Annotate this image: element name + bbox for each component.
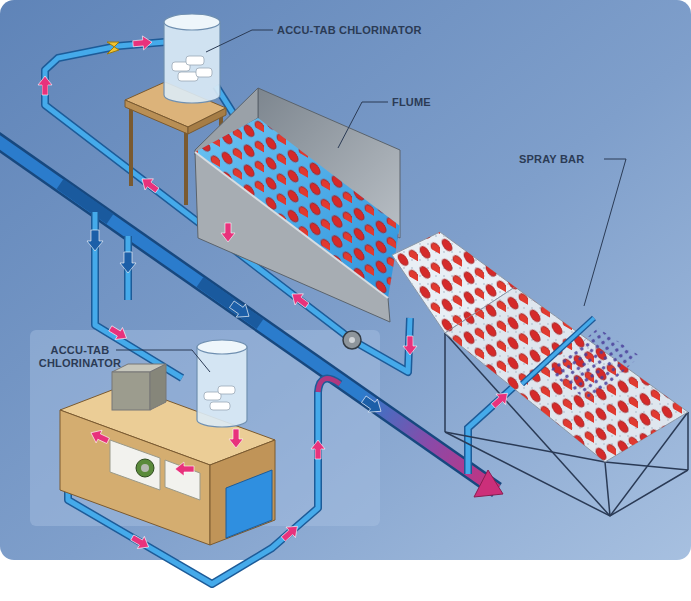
chlorinator-top xyxy=(164,14,220,30)
flow-arrow xyxy=(175,462,194,476)
chlorinator-top xyxy=(186,56,204,65)
flow-arrow xyxy=(107,322,130,344)
flow-arrow xyxy=(403,336,417,355)
spray-table xyxy=(445,287,688,462)
callout-label: ACCU-TAB CHLORINATOR xyxy=(36,344,124,370)
leader-line xyxy=(116,350,210,372)
spray-table xyxy=(522,318,594,384)
wooden-stand xyxy=(184,132,188,205)
spray-table xyxy=(445,287,688,462)
flume xyxy=(349,337,355,343)
spray-table xyxy=(444,333,446,432)
flow-arrow xyxy=(311,440,325,459)
lower-unit xyxy=(110,440,160,490)
chlorinator-top xyxy=(164,14,220,103)
spray-table xyxy=(687,412,689,470)
chlorinator-top xyxy=(164,22,220,103)
chlorinator-bottom xyxy=(210,402,230,410)
lower-unit xyxy=(136,459,154,477)
valve-symbol xyxy=(107,42,119,54)
leader-line xyxy=(116,30,626,372)
spray-table xyxy=(445,287,688,462)
flow-arrow xyxy=(88,426,111,447)
callout-label: FLUME xyxy=(392,96,431,109)
spray-table xyxy=(548,328,640,402)
spray-table xyxy=(445,432,688,516)
main-flow-arrow xyxy=(120,252,136,273)
lower-unit xyxy=(226,470,272,538)
main-pipe xyxy=(60,184,110,219)
flow-arrow xyxy=(279,521,302,544)
lower-unit xyxy=(60,410,210,545)
flow-arrow xyxy=(489,388,512,411)
flow-arrow xyxy=(132,35,152,51)
flume xyxy=(343,331,361,349)
blue-panel xyxy=(0,0,691,560)
wooden-stand xyxy=(129,104,133,186)
chlorinator-top xyxy=(178,72,198,81)
top-loop-pipe xyxy=(45,42,410,372)
top-loop-pipe xyxy=(45,42,410,372)
lower-unit xyxy=(210,440,275,545)
spray-table xyxy=(605,462,610,516)
leader-line xyxy=(338,102,388,148)
flow-arrow xyxy=(38,35,512,553)
main-flow-arrow xyxy=(359,393,385,418)
chlorinator-bottom xyxy=(197,340,247,354)
flume xyxy=(195,88,400,349)
chlorinator-bottom xyxy=(197,340,247,427)
flow-arrow xyxy=(229,429,243,448)
flow-arrow xyxy=(38,76,52,95)
top-loop-pipe xyxy=(45,42,410,372)
chlorinator-top xyxy=(196,68,212,77)
flow-arrow xyxy=(221,223,235,242)
leader-line xyxy=(584,159,626,306)
main-pipe xyxy=(474,470,503,497)
flume xyxy=(195,152,388,298)
chlorinator-bottom xyxy=(197,347,247,427)
lower-unit xyxy=(141,464,149,472)
flow-arrow xyxy=(138,173,162,196)
spray-table xyxy=(605,462,688,470)
main-flow-arrow xyxy=(87,230,103,251)
callout-label: ACCU-TAB CHLORINATOR xyxy=(277,24,422,37)
leader-line xyxy=(206,30,273,52)
main-pipe xyxy=(200,282,260,324)
spray-table xyxy=(522,318,594,384)
spray-table xyxy=(392,232,688,516)
lower-unit xyxy=(112,372,150,410)
flow-arrow xyxy=(129,531,152,553)
callout-label: SPRAY BAR xyxy=(519,153,584,166)
flow-arrow xyxy=(288,288,312,311)
chlorinator-bottom xyxy=(218,386,235,394)
lower-loop-pipe xyxy=(318,379,340,392)
lower-unit xyxy=(165,460,200,500)
lower-unit xyxy=(150,364,166,410)
main-flow-arrow xyxy=(87,230,386,418)
flume xyxy=(195,152,390,322)
wooden-stand xyxy=(125,100,188,134)
main-flow-arrow xyxy=(227,298,253,323)
